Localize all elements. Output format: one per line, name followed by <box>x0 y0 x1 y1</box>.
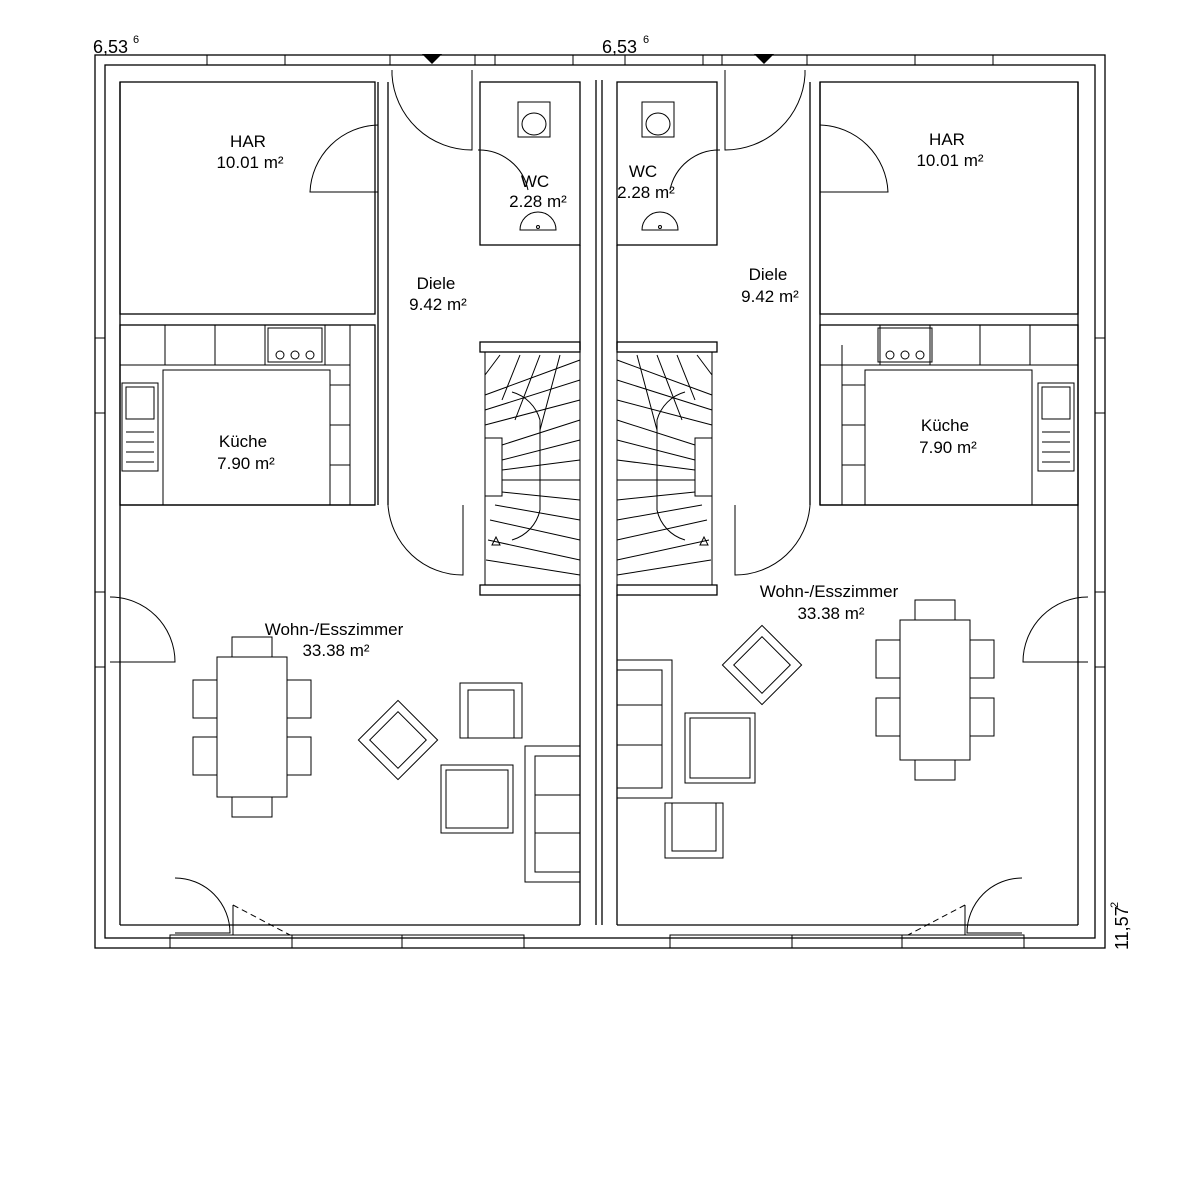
room-area-kueche-right: 7.90 m² <box>919 438 977 457</box>
room-name-kueche-left: Küche <box>219 432 267 451</box>
door-swing-icon <box>966 877 1023 934</box>
room-area-wohn-left: 33.38 m² <box>302 641 369 660</box>
dimension-right: 11,57 <box>1112 906 1132 950</box>
staircase-icon <box>491 535 501 546</box>
dimension-top-left-sup: 6 <box>133 34 139 46</box>
kitchen-left <box>120 325 351 506</box>
dimension-top-mid-sup: 6 <box>643 34 649 46</box>
wc-fixtures <box>517 101 679 231</box>
door-swing-icon <box>387 504 464 576</box>
staircase-left <box>479 341 581 596</box>
door-swing-icon <box>724 70 806 151</box>
stove-icon <box>267 327 323 363</box>
room-area-har-right: 10.01 m² <box>916 151 983 170</box>
party-wall <box>595 80 603 925</box>
dimension-top-left: 6,53 <box>93 37 128 57</box>
door-swing-icon <box>669 149 721 191</box>
sink-icon <box>121 382 159 472</box>
room-area-kueche-left: 7.90 m² <box>217 454 275 473</box>
furniture-right <box>616 599 995 859</box>
room-area-wc-left: 2.28 m² <box>509 192 567 211</box>
dimension-top-mid: 6,53 <box>602 37 637 57</box>
stove-icon <box>877 327 933 363</box>
room-name-wohn-left: Wohn-/Esszimmer <box>265 620 404 639</box>
door-swing-icon <box>391 70 473 151</box>
entrance-arrows <box>422 54 774 64</box>
room-area-har-left: 10.01 m² <box>216 153 283 172</box>
room-area-wohn-right: 33.38 m² <box>797 604 864 623</box>
door-swing-icon <box>109 596 176 663</box>
door-swing-icon <box>734 504 811 576</box>
dimension-labels: 6,53 6 6,53 6 11,57 2 <box>93 34 1132 950</box>
entrance-arrow-icon <box>754 54 774 64</box>
door-swing-icon <box>174 877 231 934</box>
sink-icon <box>519 211 557 231</box>
toilet-icon <box>641 101 675 138</box>
room-area-diele-right: 9.42 m² <box>741 287 799 306</box>
room-name-har-left: HAR <box>230 132 266 151</box>
furniture-left <box>192 636 581 883</box>
room-name-kueche-right: Küche <box>921 416 969 435</box>
staircase-icon <box>699 535 709 546</box>
door-swing-icon <box>819 124 889 193</box>
room-area-diele-left: 9.42 m² <box>409 295 467 314</box>
room-name-diele-right: Diele <box>749 265 788 284</box>
door-swing-icon <box>1022 596 1089 663</box>
room-area-wc-right: 2.28 m² <box>617 183 675 202</box>
staircase-right <box>616 341 718 596</box>
room-name-har-right: HAR <box>929 130 965 149</box>
sink-icon <box>641 211 679 231</box>
outer-walls <box>94 54 1106 949</box>
doors <box>109 70 1089 936</box>
sink-icon <box>1037 382 1075 472</box>
room-name-wc-left: WC <box>521 172 549 191</box>
interior-walls <box>119 81 1079 926</box>
door-swing-icon <box>477 149 529 191</box>
entrance-arrow-icon <box>422 54 442 64</box>
kitchen-right <box>820 325 1078 506</box>
room-name-diele-left: Diele <box>417 274 456 293</box>
room-name-wc-right: WC <box>629 162 657 181</box>
toilet-icon <box>517 101 551 138</box>
dimension-right-sup: 2 <box>1109 902 1121 908</box>
room-name-wohn-right: Wohn-/Esszimmer <box>760 582 899 601</box>
door-swing-icon <box>309 124 379 193</box>
room-labels: HAR 10.01 m² HAR 10.01 m² WC 2.28 m² WC … <box>216 130 983 660</box>
